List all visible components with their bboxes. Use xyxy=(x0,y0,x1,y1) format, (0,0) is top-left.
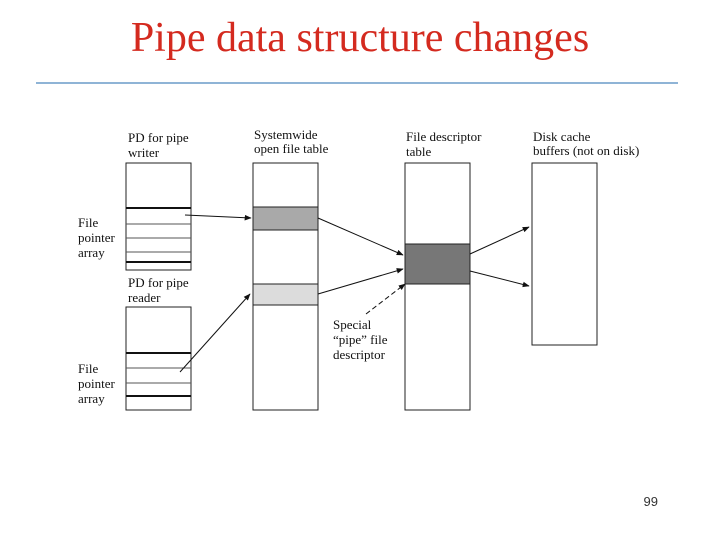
systemwide-open-file-table xyxy=(252,162,319,411)
pipe-descriptor-entry xyxy=(404,243,471,285)
systemwide-table-label: Systemwide open file table xyxy=(254,127,329,156)
disk-cache-buffers-box xyxy=(531,162,598,346)
special-descriptor-label: Special “pipe” file descriptor xyxy=(333,317,391,362)
pd-writer-label: PD for pipe writer xyxy=(128,130,192,160)
special-descriptor-pointer xyxy=(365,283,406,315)
writer-entry-to-descriptor-arrow xyxy=(317,217,404,256)
reader-to-table-arrow xyxy=(179,293,251,373)
arrows xyxy=(179,214,530,373)
page-number: 99 xyxy=(643,494,658,509)
reader-entry-to-descriptor-arrow xyxy=(317,268,404,295)
file-pointer-array-label-top: File pointer array xyxy=(78,215,118,260)
descriptor-to-cache-arrow-lower xyxy=(469,270,530,288)
pd-reader-label: PD for pipe reader xyxy=(128,275,192,305)
file-pointer-array-label-bottom: File pointer array xyxy=(78,361,118,406)
title-divider xyxy=(36,82,678,84)
writer-to-table-arrow xyxy=(184,214,252,221)
slide-title: Pipe data structure changes xyxy=(130,15,590,61)
reader-pd-box xyxy=(125,306,192,411)
writer-pd-box xyxy=(125,162,192,271)
descriptor-to-cache-arrow-upper xyxy=(469,226,530,255)
disk-cache-label: Disk cache buffers (not on disk) xyxy=(533,129,639,158)
file-descriptor-table-label: File descriptor table xyxy=(406,129,485,159)
file-descriptor-table xyxy=(404,162,471,411)
writer-open-file-entry xyxy=(252,206,319,231)
reader-open-file-entry xyxy=(252,283,319,306)
